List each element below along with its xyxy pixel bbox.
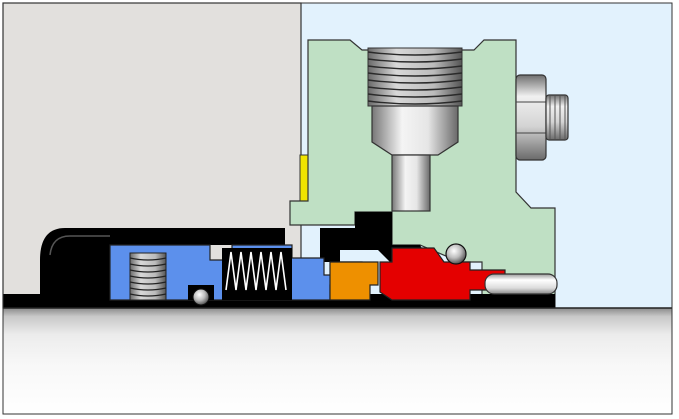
port-plug-thread-lines (367, 51, 463, 105)
shaft (2, 307, 673, 415)
collar-highlight (49, 235, 110, 256)
o-ring-face (445, 243, 467, 265)
anti-rotation-pin (484, 273, 558, 295)
spring (225, 251, 287, 291)
set-screw-threads (129, 257, 167, 297)
bolt-stud (545, 94, 569, 141)
port-plug-stem (391, 154, 431, 212)
bolt-stud-threads (549, 96, 566, 139)
o-ring-sleeve (192, 288, 210, 306)
port-plug (371, 105, 459, 156)
collar-black (40, 228, 285, 300)
bolt-head (515, 74, 547, 161)
rotating-face (329, 261, 379, 301)
gasket (299, 154, 309, 202)
frame-border (2, 2, 673, 415)
